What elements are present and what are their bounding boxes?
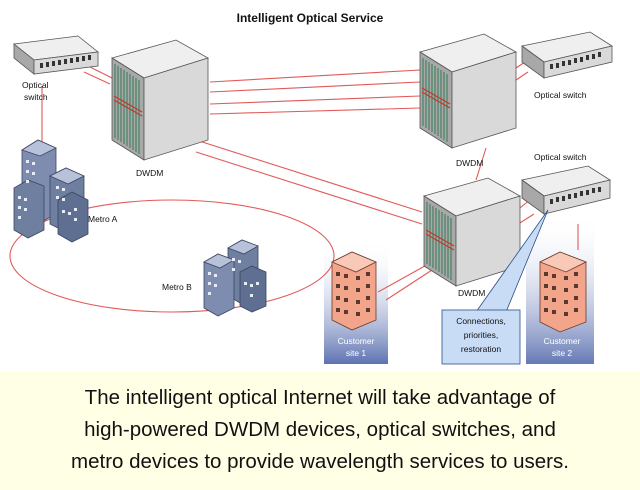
customer-site-2-label-2: site 2	[552, 348, 573, 358]
dwdm-left-label: DWDM	[136, 168, 163, 178]
figure-caption: The intelligent optical Internet will ta…	[0, 372, 640, 490]
optical-switch-mid-right-label: Optical switch	[534, 152, 587, 162]
optical-switch-mid-right	[521, 165, 612, 215]
caption-line-3: metro devices to provide wavelength serv…	[71, 450, 569, 473]
caption-line-1: The intelligent optical Internet will ta…	[84, 386, 556, 409]
customer-site-1-label-1: Customer	[338, 336, 375, 346]
callout-line-1: Connections,	[456, 316, 506, 326]
customer-site-1-label-2: site 1	[346, 348, 367, 358]
link-lines	[9, 59, 579, 313]
customer-site-2-label-1: Customer	[544, 336, 581, 346]
optical-switch-left	[13, 35, 99, 75]
caption-line-2: high-powered DWDM devices, optical switc…	[84, 418, 556, 441]
network-diagram: Intelligent Optical Service	[9, 11, 614, 365]
dwdm-device-left	[111, 39, 210, 161]
optical-switch-top-right-label: Optical switch	[534, 90, 587, 100]
metro-a-buildings	[13, 139, 89, 243]
optical-switch-top-right	[521, 31, 614, 79]
customer-site-2-building	[539, 251, 587, 333]
callout-line-2: priorities,	[464, 330, 498, 340]
metro-b-buildings	[203, 239, 267, 317]
diagram-title: Intelligent Optical Service	[237, 11, 384, 25]
dwdm-device-right-top	[419, 33, 518, 149]
customer-site-1-building	[331, 251, 377, 331]
diagram-canvas: Intelligent Optical Service	[9, 11, 614, 365]
callout-box	[441, 209, 549, 365]
metro-a-label: Metro A	[88, 214, 118, 224]
optical-switch-left-label-1: Optical	[22, 80, 49, 90]
optical-switch-left-label-2: switch	[24, 92, 48, 102]
metro-b-label: Metro B	[162, 282, 192, 292]
callout-line-3: restoration	[461, 344, 501, 354]
dwdm-right-top-label: DWDM	[456, 158, 483, 168]
dwdm-right-bottom-label: DWDM	[458, 288, 485, 298]
